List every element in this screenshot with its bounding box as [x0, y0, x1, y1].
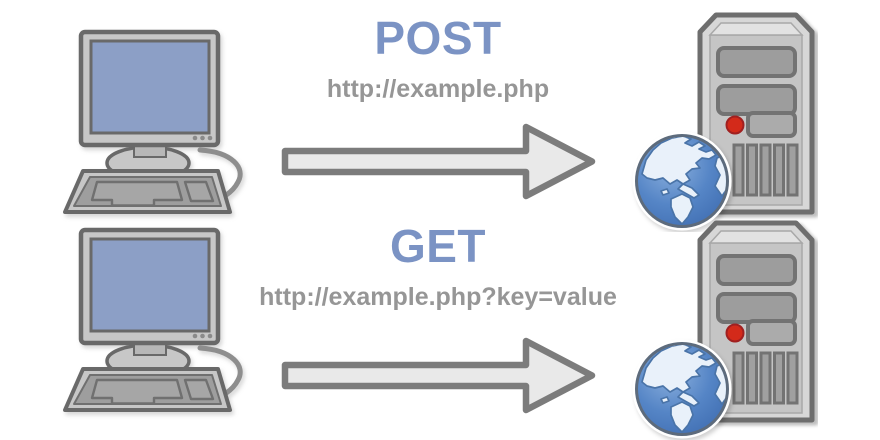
client-computer-icon [50, 24, 250, 216]
request-url: http://example.php?key=value [259, 283, 617, 311]
request-arrow-icon [275, 334, 600, 419]
web-server-icon [626, 8, 818, 232]
method-label: POST [374, 12, 502, 64]
get-request-row: GET http://example.php?key=value [0, 216, 880, 440]
request-arrow-icon [275, 120, 600, 205]
web-server-icon [626, 216, 818, 440]
post-request-row: POST http://example.php [0, 8, 880, 232]
request-url: http://example.php [326, 75, 550, 103]
post-request-middle: POST http://example.php [258, 8, 618, 232]
get-request-middle: GET http://example.php?key=value [258, 216, 618, 440]
client-computer-icon [50, 222, 250, 414]
method-label: GET [389, 220, 487, 272]
